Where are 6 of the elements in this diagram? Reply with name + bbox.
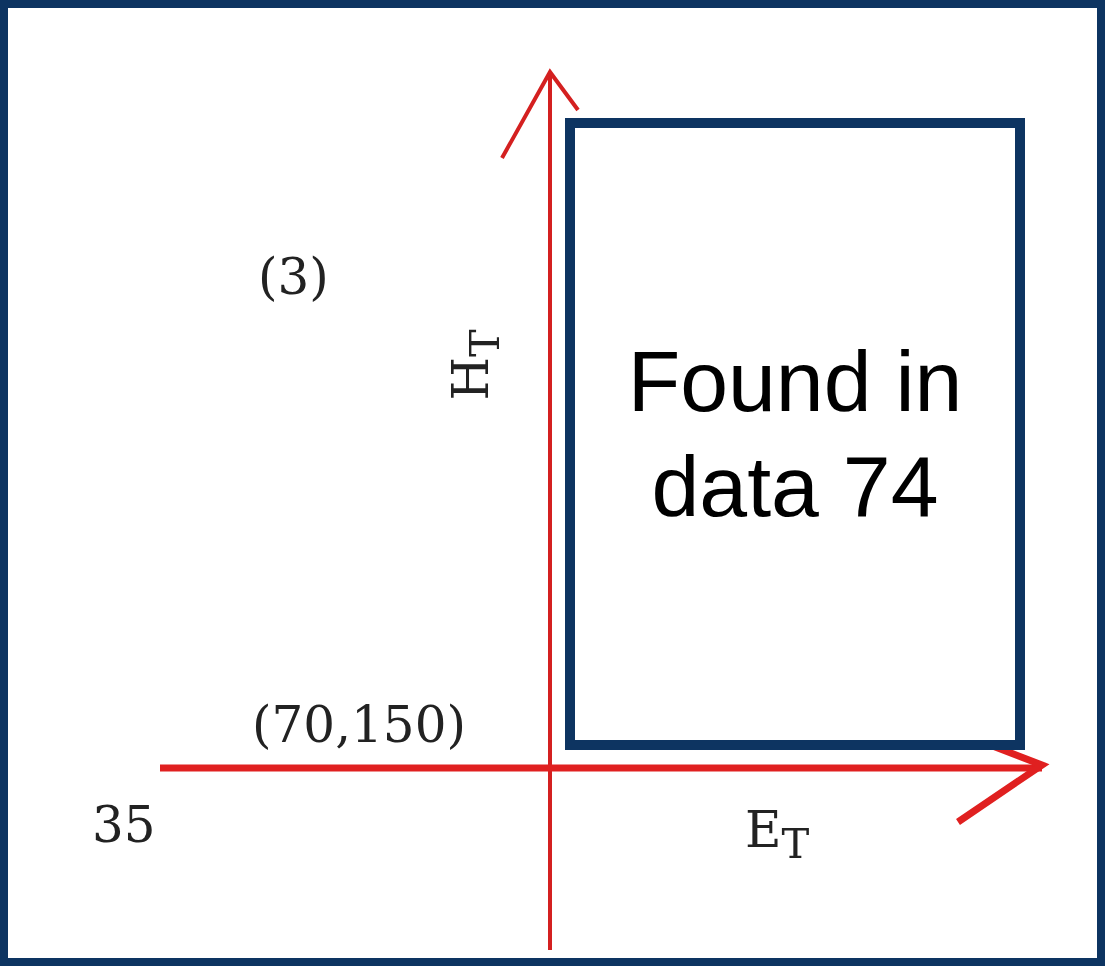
point-coordinates: (70,150) xyxy=(252,700,466,750)
box-text: Found in data 74 xyxy=(626,332,964,536)
text-box xyxy=(565,118,1025,750)
axis-value: 35 xyxy=(92,800,156,850)
region-number: (3) xyxy=(258,252,329,302)
axis-label: E$_{T}$ xyxy=(745,805,810,865)
